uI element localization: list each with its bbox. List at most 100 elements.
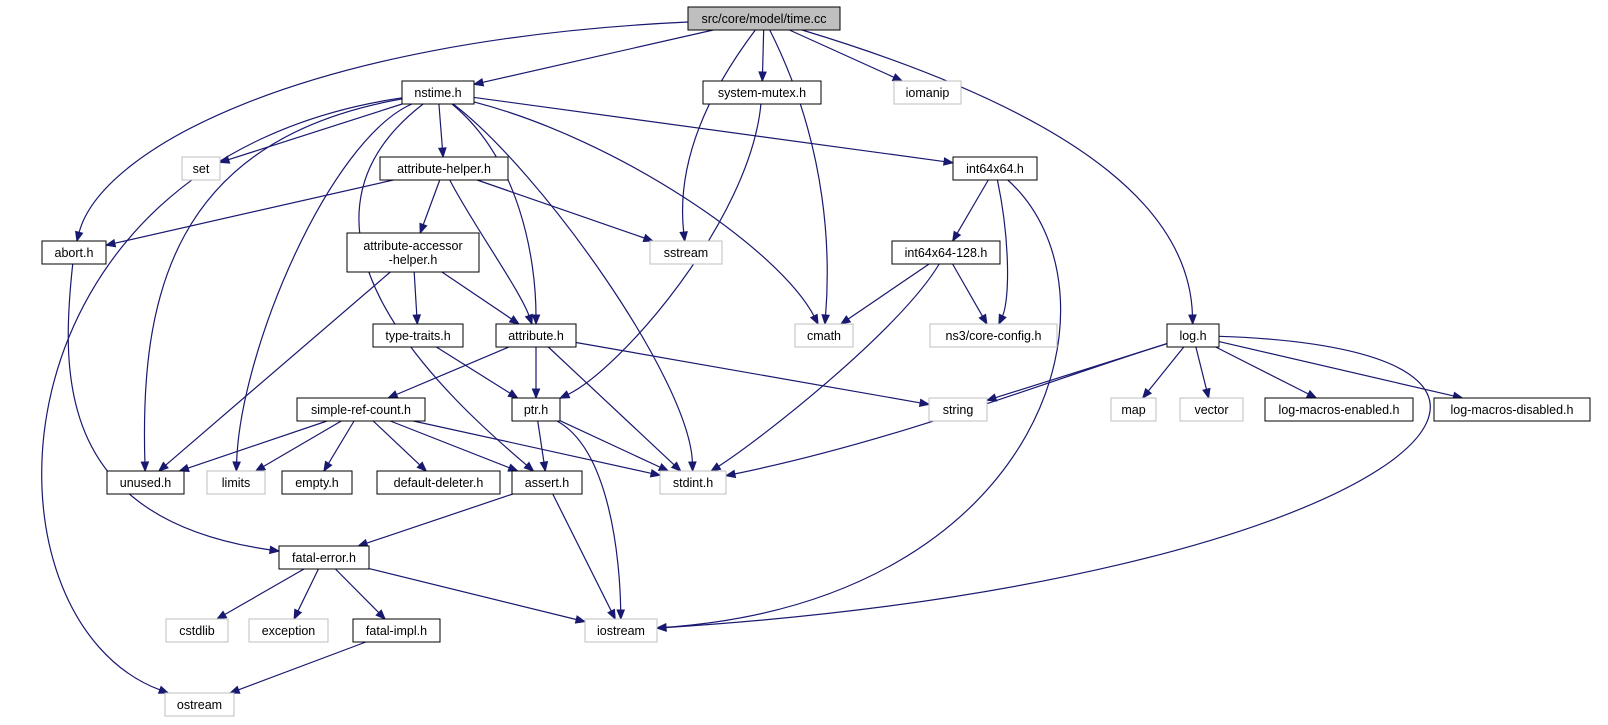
edge-nstime-h-to-ostream — [41, 97, 403, 691]
node-ptr-h[interactable]: ptr.h — [511, 397, 561, 422]
node-box-assert-h[interactable] — [511, 470, 583, 495]
edge-int64x64-128-h-to-cmath-arrowhead — [839, 315, 852, 325]
node-time-cc[interactable]: src/core/model/time.cc — [687, 6, 841, 31]
edge-simple-ref-count-h-to-unused-h — [186, 420, 328, 470]
node-assert-h[interactable]: assert.h — [511, 470, 583, 495]
node-label-ns3-core-config-h: ns3/core-config.h — [946, 329, 1042, 343]
node-fatal-error-h[interactable]: fatal-error.h — [278, 545, 370, 570]
edge-int64x64-h-to-iostream — [664, 179, 1062, 628]
node-label-set: set — [193, 162, 210, 176]
node-attribute-accessor-helper-h[interactable]: attribute-accessor-helper.h — [346, 232, 480, 273]
node-cstdlib: cstdlib — [165, 618, 229, 643]
node-box-default-deleter-h[interactable] — [376, 470, 501, 495]
edge-nstime-h-to-stdint-h-arrowhead — [688, 461, 697, 473]
node-stdint-h: stdint.h — [659, 470, 727, 495]
edge-fatal-error-h-to-exception — [297, 568, 319, 613]
node-label-fatal-error-h: fatal-error.h — [292, 551, 356, 565]
edge-nstime-h-to-unused-h — [143, 98, 403, 464]
node-box-log-macros-enabled-h[interactable] — [1264, 397, 1414, 422]
node-log-h[interactable]: log.h — [1166, 323, 1220, 348]
edge-nstime-h-to-assert-h-arrowhead — [523, 461, 535, 472]
node-simple-ref-count-h[interactable]: simple-ref-count.h — [296, 397, 426, 422]
edges-layer — [41, 21, 1464, 694]
node-box-attribute-helper-h[interactable] — [379, 156, 509, 181]
node-box-abort-h[interactable] — [41, 240, 107, 265]
node-nstime-h[interactable]: nstime.h — [401, 80, 475, 105]
node-log-macros-disabled-h[interactable]: log-macros-disabled.h — [1433, 397, 1591, 422]
node-box-attribute-h[interactable] — [495, 323, 577, 348]
edge-simple-ref-count-h-to-limits-arrowhead — [254, 462, 267, 472]
node-box-simple-ref-count-h[interactable] — [296, 397, 426, 422]
edge-attribute-accessor-helper-h-to-attribute-h-arrowhead — [508, 315, 521, 325]
node-attribute-helper-h[interactable]: attribute-helper.h — [379, 156, 509, 181]
node-empty-h[interactable]: empty.h — [281, 470, 353, 495]
node-label-int64x64-h: int64x64.h — [966, 162, 1024, 176]
edge-nstime-h-to-attribute-helper-h-arrowhead — [438, 147, 447, 159]
node-box-fatal-impl-h[interactable] — [352, 618, 441, 643]
node-box-int64x64-h[interactable] — [952, 156, 1038, 181]
node-box-nstime-h[interactable] — [401, 80, 475, 105]
node-box-empty-h[interactable] — [281, 470, 353, 495]
node-box-attribute-accessor-helper-h[interactable] — [346, 232, 480, 273]
node-iostream: iostream — [584, 618, 658, 643]
edge-nstime-h-to-attribute-h — [451, 103, 537, 317]
node-box-type-traits-h[interactable] — [372, 323, 464, 348]
edge-nstime-h-to-cmath — [473, 101, 815, 318]
node-attribute-h[interactable]: attribute.h — [495, 323, 577, 348]
node-label-iostream: iostream — [597, 624, 645, 638]
edge-log-h-to-log-macros-enabled-h-arrowhead — [1305, 389, 1318, 399]
node-label-fatal-impl-h: fatal-impl.h — [366, 624, 427, 638]
node-box-set — [181, 156, 221, 181]
edge-fatal-error-h-to-iostream-arrowhead — [574, 615, 587, 624]
node-box-system-mutex-h[interactable] — [702, 80, 822, 105]
edge-nstime-h-to-ostream-arrowhead — [157, 685, 170, 694]
edge-attribute-accessor-helper-h-to-type-traits-h — [413, 271, 418, 317]
node-cmath: cmath — [794, 323, 854, 348]
node-label-assert-h: assert.h — [525, 476, 570, 490]
node-label-string: string — [943, 403, 974, 417]
node-fatal-impl-h[interactable]: fatal-impl.h — [352, 618, 441, 643]
node-label-abort-h: abort.h — [55, 246, 94, 260]
edge-attribute-accessor-helper-h-to-unused-h-arrowhead — [157, 461, 169, 472]
node-label-log-macros-enabled-h: log-macros-enabled.h — [1279, 403, 1400, 417]
edge-time-cc-to-cmath — [769, 29, 828, 317]
node-label-ostream: ostream — [177, 698, 222, 712]
node-default-deleter-h[interactable]: default-deleter.h — [376, 470, 501, 495]
node-box-time-cc[interactable] — [687, 6, 841, 31]
node-int64x64-h[interactable]: int64x64.h — [952, 156, 1038, 181]
node-box-fatal-error-h[interactable] — [278, 545, 370, 570]
edge-log-h-to-log-macros-enabled-h — [1215, 346, 1310, 395]
node-log-macros-enabled-h[interactable]: log-macros-enabled.h — [1264, 397, 1414, 422]
node-box-log-macros-disabled-h[interactable] — [1433, 397, 1591, 422]
node-box-string — [928, 397, 988, 422]
edge-int64x64-h-to-ns3-core-config-h-arrowhead — [998, 313, 1007, 326]
node-label-attribute-accessor-helper-h-0: attribute-accessor — [363, 239, 462, 253]
node-box-ptr-h[interactable] — [511, 397, 561, 422]
edge-attribute-h-to-ptr-h-arrowhead — [531, 388, 541, 400]
edge-attribute-h-to-stdint-h — [547, 346, 676, 466]
edge-attribute-accessor-helper-h-to-unused-h — [164, 271, 391, 467]
edge-type-traits-h-to-ptr-h-arrowhead — [507, 389, 519, 399]
edge-type-traits-h-to-ptr-h — [436, 346, 512, 395]
node-abort-h[interactable]: abort.h — [41, 240, 107, 265]
node-unused-h[interactable]: unused.h — [106, 470, 185, 495]
edge-int64x64-h-to-int64x64-128-h — [956, 179, 989, 235]
edge-time-cc-to-abort-h-arrowhead — [75, 230, 84, 243]
node-type-traits-h[interactable]: type-traits.h — [372, 323, 464, 348]
node-label-unused-h: unused.h — [120, 476, 171, 490]
node-box-ns3-core-config-h — [929, 323, 1058, 348]
edge-assert-h-to-iostream — [552, 493, 613, 613]
edge-log-h-to-iostream — [664, 335, 1431, 629]
edge-ptr-h-to-assert-h — [537, 420, 545, 464]
node-box-limits — [206, 470, 266, 495]
node-box-log-h[interactable] — [1166, 323, 1220, 348]
node-system-mutex-h[interactable]: system-mutex.h — [702, 80, 822, 105]
node-int64x64-128-h[interactable]: int64x64-128.h — [891, 240, 1001, 265]
node-box-int64x64-128-h[interactable] — [891, 240, 1001, 265]
node-box-unused-h[interactable] — [106, 470, 185, 495]
edge-fatal-error-h-to-fatal-impl-h-arrowhead — [375, 609, 387, 620]
edge-attribute-h-to-simple-ref-count-h — [395, 346, 510, 396]
node-label-nstime-h: nstime.h — [414, 86, 461, 100]
node-ostream: ostream — [164, 692, 235, 717]
node-label-cmath: cmath — [807, 329, 841, 343]
